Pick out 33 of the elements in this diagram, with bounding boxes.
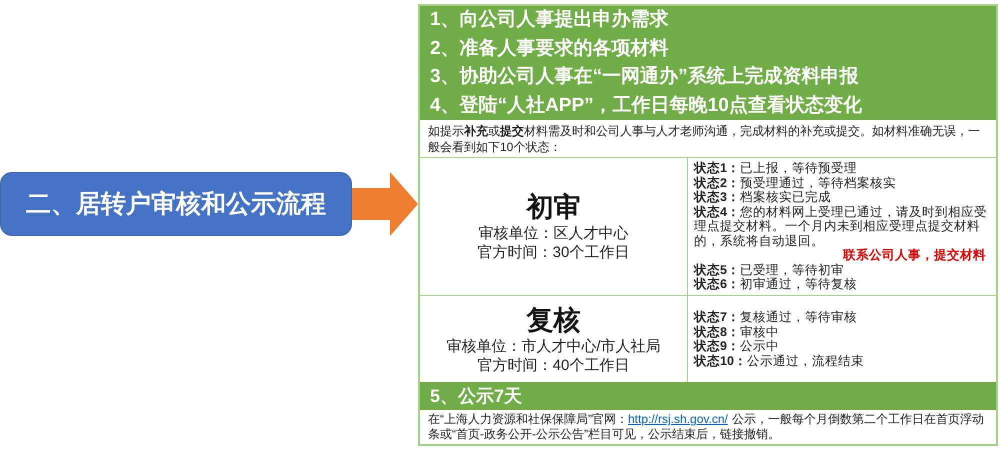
status-line: 状态2：预受理通过，等待档案核实: [694, 176, 897, 190]
stage-detail: 官方时间：30个工作日: [478, 243, 630, 262]
note-text: 如提示补充或提交材料需及时和公司人事与人才老师沟通，完成材料的补充或提交。如材料准确无误，一般会看到如下10个状态：: [428, 123, 981, 155]
stage-detail: 官方时间：40个工作日: [478, 356, 630, 374]
status-line: 状态5：已受理，等待初审: [694, 262, 845, 277]
status-panel: [688, 158, 996, 296]
status-line: 状态10：公示通过，流程结束: [694, 354, 865, 368]
step-text: 5、公示7天: [430, 385, 522, 408]
warning-text: 联系公司人事，提交材料: [843, 248, 986, 263]
stage-detail: 审核单位：区人才中心: [478, 224, 628, 243]
step-text: 2、准备人事要求的各项材料: [430, 36, 669, 60]
status-line: 状态3：档案核实已完成: [694, 190, 832, 205]
status-line: 状态4：您的材料网上受理已通过，请及时到相应受理点提交材料。一个月内未到相应受理点提交材料的，系统将自动退回。: [694, 204, 988, 248]
status-line: 状态6：初审通过，等待复核: [694, 277, 858, 292]
title-banner: [0, 172, 352, 236]
stage-title: 复核: [526, 304, 580, 336]
status-line: 状态8：审核中: [694, 324, 780, 339]
step-text: 1、向公司人事提出申办需求: [430, 8, 669, 32]
step-text: 4、登陆“人社APP”，工作日每晚10点查看状态变化: [430, 94, 862, 118]
stage-detail: 审核单位：市人才中心/市人社局: [446, 336, 661, 356]
step-text: 3、协助公司人事在“一网通办”系统上完成资料申报: [430, 64, 859, 89]
step-band: [420, 6, 996, 120]
table-frame: [418, 4, 998, 446]
status-line: 状态1：已上报，等待预受理: [694, 161, 858, 176]
banner-title: 二、居转户审核和公示流程: [26, 189, 326, 219]
block-arrow: [352, 172, 418, 236]
status-line: 状态9：公示中: [694, 339, 780, 354]
step-band: [420, 382, 996, 410]
note-text: 在“上海人力资源和社保保障局”官网：http://rsj.sh.gov.cn/ 公示，一般每个月倒数第二个工作日在首页浮动条或“首页-政务公开-公示公告”栏目可见，公示结束后，链接撤销。: [428, 412, 985, 442]
status-line: 状态7：复核通过，等待审核: [694, 310, 858, 324]
stage-title: 初审: [526, 191, 580, 224]
url-link: http://rsj.sh.gov.cn/: [628, 412, 728, 426]
stage-panel: [420, 158, 688, 296]
